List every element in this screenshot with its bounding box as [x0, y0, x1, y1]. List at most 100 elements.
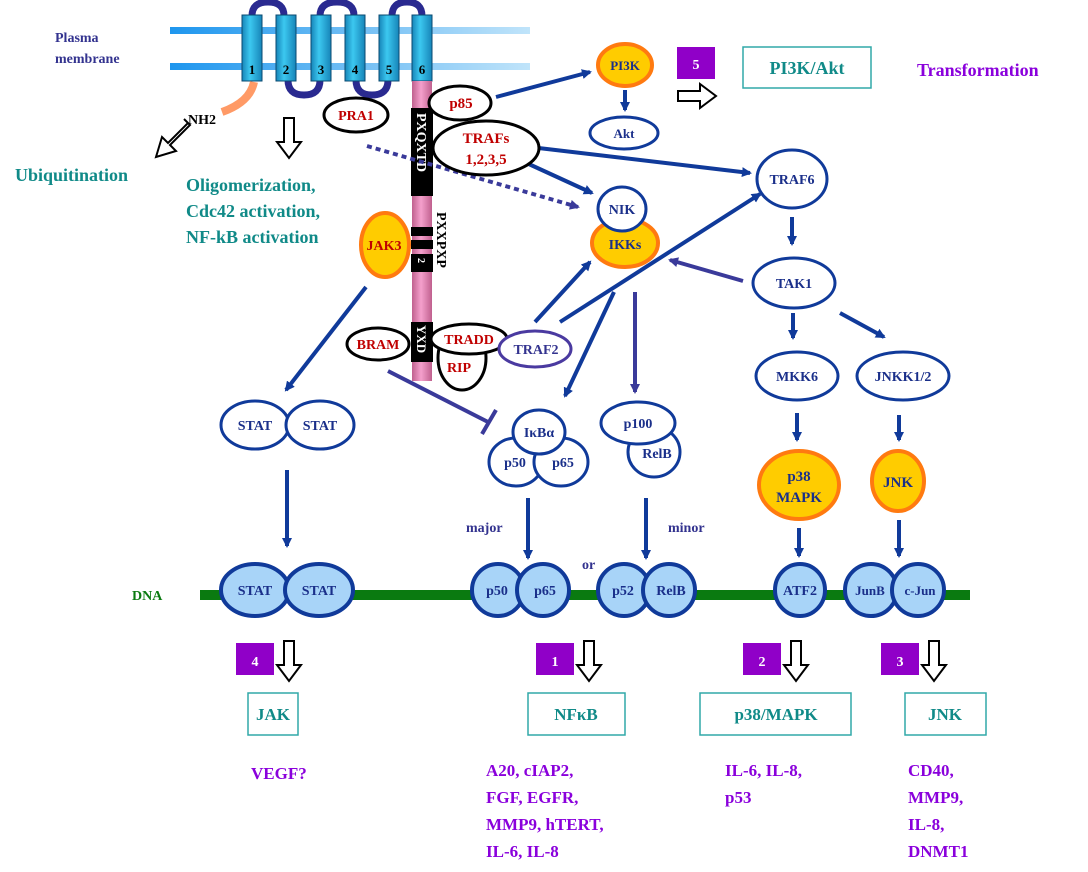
pathway-jnk-target-1: MMP9,	[908, 788, 963, 807]
p38-mapk-node[interactable]	[757, 449, 841, 521]
oligomerization-line1: Oligomerization,	[186, 175, 315, 195]
dna-relb[interactable]	[641, 562, 697, 618]
helix-1	[241, 14, 263, 82]
relb-label: RelB	[642, 447, 672, 462]
oligomerization-line2: Cdc42 activation,	[186, 201, 320, 221]
traf6-label: TRAF6	[769, 173, 814, 188]
pathway-jnk-target-3: DNMT1	[908, 842, 968, 861]
pathway-p38-arrow-icon	[782, 640, 810, 683]
akt-node[interactable]	[588, 115, 660, 151]
motif-box2	[411, 254, 433, 272]
pathway-nfkb-badge	[536, 643, 574, 675]
cytoplasmic-tail: PXQXTD 2 PXXPXP YXD	[411, 81, 448, 381]
akt-label: Akt	[614, 126, 636, 141]
pi3k-label: PI3K	[610, 58, 641, 73]
rip-label: RIP	[447, 361, 472, 376]
p38-label-line2: MAPK	[776, 490, 822, 506]
traf2-label: TRAF2	[513, 343, 558, 358]
trafs-node[interactable]	[431, 119, 541, 177]
jnkk-label: JNKK1/2	[875, 370, 932, 385]
pra1-node[interactable]	[322, 96, 390, 134]
arrow-traf2-to-ikks	[533, 260, 592, 324]
pathway-pi3k-number: 5	[693, 58, 700, 73]
pathway-jnk-target-2: IL-8,	[908, 815, 944, 834]
bram-inhibits-ikba	[387, 369, 491, 425]
motif-box1-a	[411, 227, 433, 236]
n-terminus-label: NH2	[188, 113, 216, 128]
p85-node[interactable]	[427, 84, 493, 122]
loop-5-6-outer	[388, 0, 426, 17]
p50-label: p50	[504, 456, 526, 471]
dna-strand	[200, 590, 970, 600]
tak1-node[interactable]	[751, 256, 837, 310]
jnk-node[interactable]	[870, 449, 926, 513]
nik-node[interactable]	[596, 185, 648, 233]
stat-right-label: STAT	[303, 419, 338, 434]
pathway-p38-badge	[743, 643, 781, 675]
pathway-pi3k-akt: 5 PI3K/Akt Transformation	[677, 46, 1039, 89]
pathway-pi3k-box[interactable]	[742, 46, 872, 89]
jak3-node[interactable]	[359, 211, 411, 279]
pathway-pi3k-badge	[677, 47, 715, 79]
ikba-node[interactable]	[511, 408, 567, 456]
mkk6-label: MKK6	[776, 370, 818, 385]
loop-4-5-inner	[352, 79, 392, 99]
dna-atf2[interactable]	[773, 562, 827, 618]
jak3-label: JAK3	[367, 239, 402, 254]
p100-label: p100	[624, 417, 653, 432]
helix-4-label: 4	[352, 62, 359, 77]
oligomerization-arrow-icon	[275, 117, 303, 160]
pi3k-node[interactable]	[596, 42, 654, 88]
p100-node[interactable]	[599, 400, 677, 446]
or-label: or	[582, 558, 595, 573]
motif-box2-label: 2	[415, 258, 426, 263]
pathway-jnk-badge	[881, 643, 919, 675]
dna-p65[interactable]	[515, 562, 571, 618]
loop-2-3-inner	[284, 79, 324, 99]
pi3k-akt-arrow-icon	[677, 82, 718, 110]
p65-label: p65	[552, 456, 574, 471]
pathway-p38-target-0: IL-6, IL-8,	[725, 761, 802, 780]
pathway-jak-box[interactable]	[247, 692, 299, 736]
pra1-label: PRA1	[338, 109, 374, 124]
motif-yxd-box	[411, 322, 433, 362]
pathway-jnk-target-0: CD40,	[908, 761, 954, 780]
pathway-jak-target-0: VEGF?	[251, 764, 307, 783]
oligomerization-line3: NF-kB activation	[186, 227, 319, 247]
pathway-nfkb-box[interactable]	[527, 692, 626, 736]
pathway-nfkb-target-3: IL-6, IL-8	[486, 842, 559, 861]
pathway-jak-arrow-icon	[275, 640, 303, 683]
cytoplasmic-complexes: STAT STAT IκBα p50 p65 p100 RelB	[219, 399, 682, 488]
stat-right-node[interactable]	[284, 399, 356, 451]
dna-p52-label: p52	[612, 584, 634, 599]
membrane-loops	[248, 0, 426, 99]
arrow-jak3-to-stat	[284, 285, 368, 392]
tak1-label: TAK1	[776, 277, 812, 292]
dna-stat2[interactable]	[283, 562, 355, 618]
major-label: major	[466, 521, 503, 536]
jnkk-node[interactable]	[855, 350, 951, 402]
motif-yxd-label: YXD	[414, 325, 429, 353]
traf2-node[interactable]	[497, 329, 573, 369]
pathway-p38-box[interactable]	[699, 692, 852, 736]
dna-cjun[interactable]	[890, 562, 946, 618]
helix-1-label: 1	[249, 62, 256, 77]
pathway-p38-target-1: p53	[725, 788, 751, 807]
indigo-arrows	[387, 257, 744, 436]
tradd-label: TRADD	[444, 333, 494, 348]
pathway-pi3k-target-0: Transformation	[917, 60, 1039, 80]
dna-p65-label: p65	[534, 584, 556, 599]
arrow-trafs-to-nik	[519, 158, 594, 195]
mkk6-node[interactable]	[754, 350, 840, 402]
loop-3-4-outer	[316, 0, 358, 17]
traf6-node[interactable]	[755, 148, 829, 210]
pathway-nfkb-target-2: MMP9, hTERT,	[486, 815, 604, 834]
pathway-jnk-box[interactable]	[904, 692, 987, 736]
bram-node[interactable]	[345, 326, 411, 362]
loop-1-2-outer	[248, 0, 288, 17]
adaptor-nodes: PRA1 p85 TRAFs 1,2,3,5 JAK3 TRADD RIP BR…	[322, 84, 573, 392]
helix-5-label: 5	[386, 62, 393, 77]
dna-region: DNA major minor or STAT STAT p50 p65 p52…	[132, 521, 970, 618]
pathway-jnk-number: 3	[897, 655, 904, 670]
